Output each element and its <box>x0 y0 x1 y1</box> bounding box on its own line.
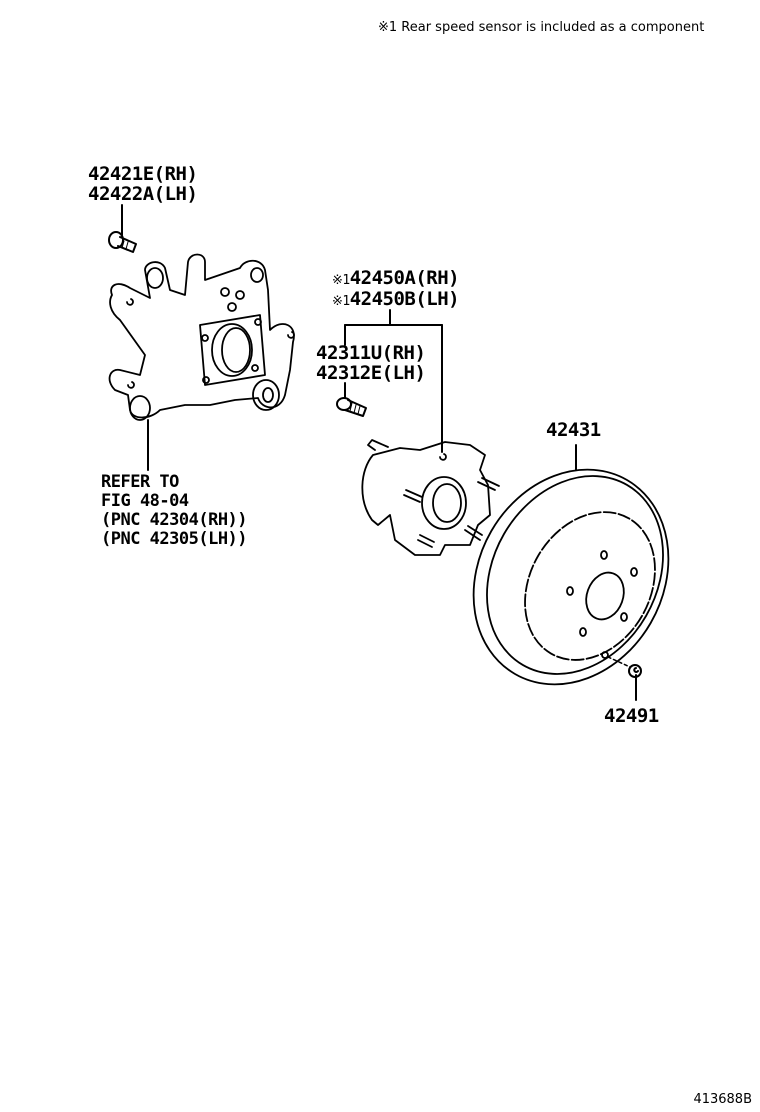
part-number-42421e-rh[interactable]: 42421E(RH) <box>88 163 198 185</box>
part-number-42312e-lh[interactable]: 42312E(LH) <box>316 362 426 384</box>
knuckle-reference-pnc-lh[interactable]: (PNC 42305(LH)) <box>101 529 248 549</box>
part-number-42491[interactable]: 42491 <box>604 705 659 727</box>
part-number-42431[interactable]: 42431 <box>546 419 601 441</box>
knuckle-bolt-icon <box>108 231 137 253</box>
knuckle-icon <box>108 253 295 421</box>
leader-lines <box>121 204 637 701</box>
sensor-note-mark: ※1 <box>332 273 350 288</box>
knuckle-reference-line1: REFER TO <box>101 472 179 492</box>
part-number-42422a-lh[interactable]: 42422A(LH) <box>88 183 198 205</box>
disc-screw-icon <box>628 664 642 678</box>
brake-disc-icon <box>472 468 670 686</box>
part-number-42450b-lh[interactable]: ※142450B(LH) <box>332 288 460 310</box>
footnote-rear-speed-sensor: ※1 Rear speed sensor is included as a co… <box>378 20 705 35</box>
part-number-42450a-rh[interactable]: ※142450A(RH) <box>332 267 460 289</box>
figure-id: 413688B <box>693 1092 752 1107</box>
part-number-42311u-rh[interactable]: 42311U(RH) <box>316 342 426 364</box>
knuckle-reference-pnc-rh[interactable]: (PNC 42304(RH)) <box>101 510 248 530</box>
knuckle-reference-fig[interactable]: FIG 48-04 <box>101 491 189 511</box>
hub-bolt-icon <box>336 397 367 417</box>
hub-bearing-icon <box>361 439 500 556</box>
sensor-note-mark: ※1 <box>332 294 350 309</box>
